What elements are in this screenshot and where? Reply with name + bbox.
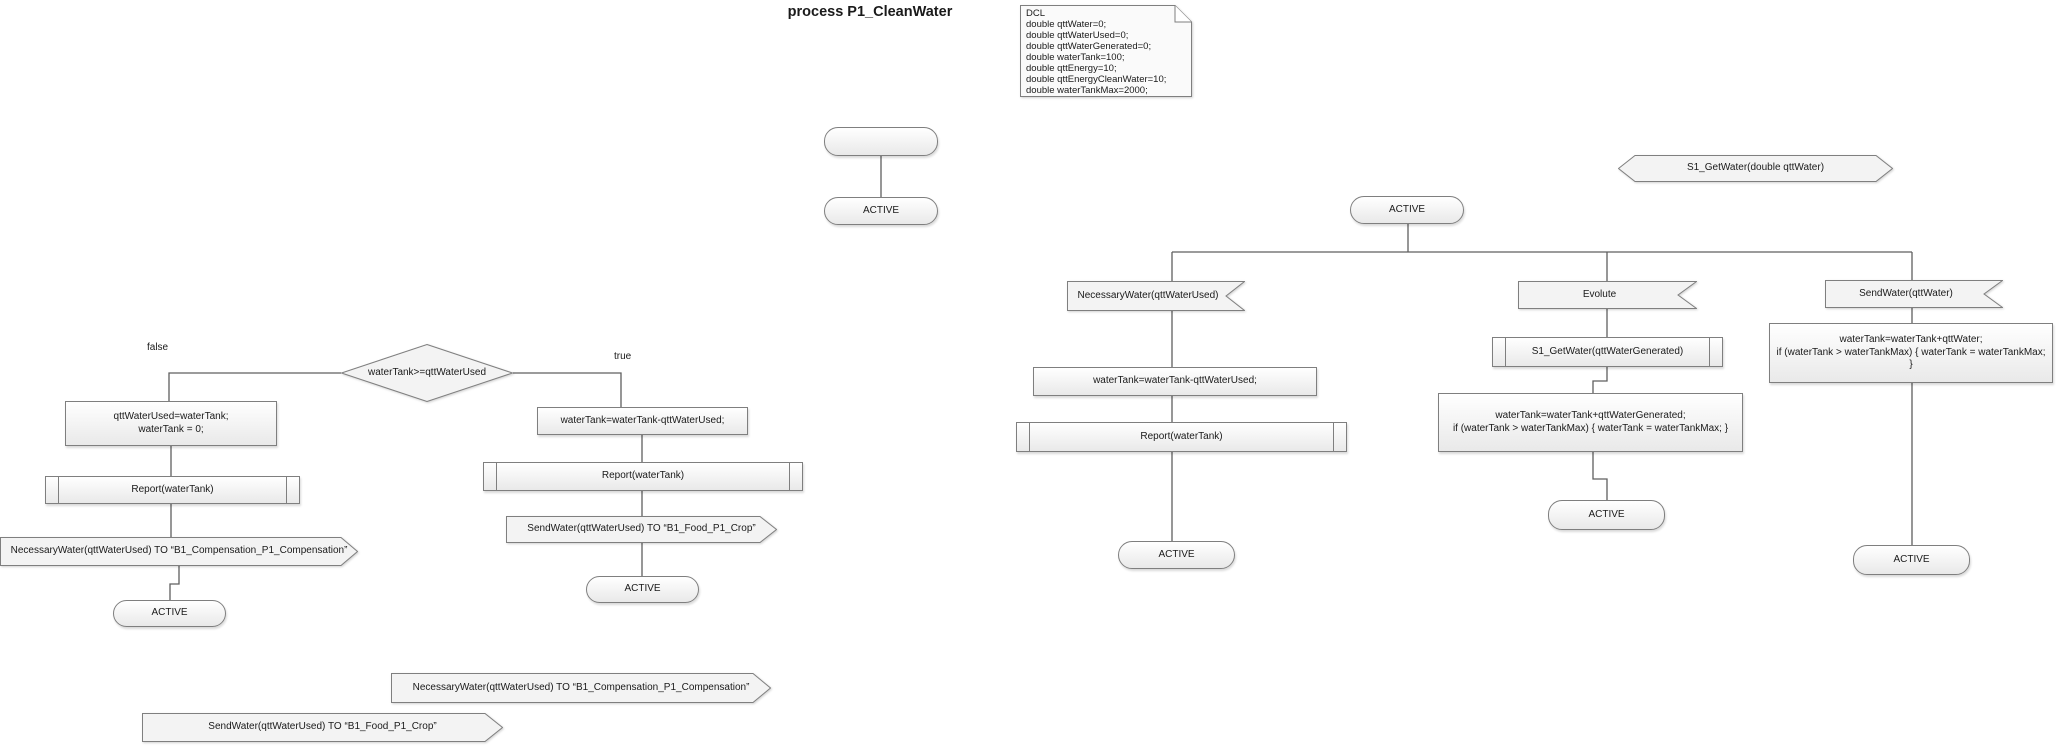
dcl-declaration-note[interactable]: DCL double qttWater=0; double qttWaterUs… — [1020, 5, 1192, 97]
signal-label: S1_GetWater(double qttWater) — [1686, 162, 1825, 174]
procedure-report-right[interactable]: Report(waterTank) — [1016, 422, 1347, 452]
start-state[interactable] — [824, 127, 938, 156]
input-shape — [1518, 281, 1697, 309]
procedure-label: Report(waterTank) — [601, 470, 685, 482]
note-shape — [1020, 5, 1192, 97]
input-shape — [1825, 280, 2003, 308]
input-label: NecessaryWater(qttWaterUsed) — [1077, 289, 1219, 301]
output-label: SendWater(qttWaterUsed) TO “B1_Food_P1_C… — [208, 721, 437, 733]
state-label: ACTIVE — [1388, 203, 1426, 215]
input-sendwater[interactable]: SendWater(qttWater) — [1825, 280, 2003, 308]
state-active-right[interactable]: ACTIVE — [1350, 196, 1464, 224]
task-label: waterTank=waterTank-qttWaterUsed; — [1093, 375, 1257, 387]
task-label: waterTank=waterTank+qttWater; if (waterT… — [1776, 334, 2046, 371]
dcl-text: DCL double qttWater=0; double qttWaterUs… — [1026, 8, 1167, 96]
state-label: ACTIVE — [1158, 548, 1195, 560]
output-necessarywater-false[interactable]: NecessaryWater(qttWaterUsed) TO “B1_Comp… — [0, 537, 358, 566]
output-shape — [142, 713, 503, 742]
procedure-s1getwater[interactable]: S1_GetWater(qttWaterGenerated) — [1492, 337, 1723, 367]
signal-declaration-s1getwater[interactable]: S1_GetWater(double qttWater) — [1618, 155, 1893, 182]
output-label: SendWater(qttWaterUsed) TO “B1_Food_P1_C… — [527, 523, 756, 535]
procedure-label: Report(waterTank) — [1140, 430, 1223, 442]
state-label: ACTIVE — [1893, 553, 1930, 565]
input-label: SendWater(qttWater) — [1859, 287, 1953, 299]
state-active-left[interactable]: ACTIVE — [824, 197, 938, 225]
output-shape — [391, 673, 771, 703]
procedure-report-false[interactable]: Report(waterTank) — [45, 476, 300, 504]
output-sendwater-true[interactable]: SendWater(qttWaterUsed) TO “B1_Food_P1_C… — [506, 516, 777, 543]
page-title: process P1_CleanWater — [787, 4, 953, 20]
task-label: waterTank=waterTank+qttWaterGenerated; i… — [1452, 410, 1729, 434]
input-shape — [1067, 281, 1245, 311]
state-active-false[interactable]: ACTIVE — [113, 600, 226, 627]
output-label: NecessaryWater(qttWaterUsed) TO “B1_Comp… — [412, 681, 750, 693]
procedure-report-true[interactable]: Report(waterTank) — [483, 462, 803, 491]
task-watertank-minus[interactable]: waterTank=waterTank-qttWaterUsed; — [537, 407, 748, 435]
input-necessarywater[interactable]: NecessaryWater(qttWaterUsed) — [1067, 281, 1245, 311]
input-label: Evolute — [1582, 288, 1617, 300]
output-orphan-necessarywater[interactable]: NecessaryWater(qttWaterUsed) TO “B1_Comp… — [391, 673, 771, 703]
output-orphan-sendwater[interactable]: SendWater(qttWaterUsed) TO “B1_Food_P1_C… — [142, 713, 503, 742]
signal-shape — [1618, 155, 1893, 182]
branch-label-false: false — [147, 342, 169, 353]
state-label: ACTIVE — [151, 607, 188, 619]
branch-label-true: true — [614, 351, 632, 362]
state-active-branch1[interactable]: ACTIVE — [1118, 541, 1235, 569]
task-label: waterTank=waterTank-qttWaterUsed; — [560, 414, 725, 426]
decision-watertank[interactable]: waterTank>=qttWaterUsed — [341, 344, 513, 402]
task-label: qttWaterUsed=waterTank; waterTank = 0; — [113, 411, 229, 435]
task-watertank-plus-qttwater[interactable]: waterTank=waterTank+qttWater; if (waterT… — [1769, 323, 2053, 383]
procedure-label: S1_GetWater(qttWaterGenerated) — [1531, 345, 1684, 357]
task-qttwaterused[interactable]: qttWaterUsed=waterTank; waterTank = 0; — [65, 401, 277, 446]
state-label: ACTIVE — [624, 583, 661, 595]
state-label: ACTIVE — [1588, 508, 1625, 520]
output-shape — [0, 537, 358, 566]
state-active-branch3[interactable]: ACTIVE — [1853, 545, 1970, 575]
input-evolute[interactable]: Evolute — [1518, 281, 1697, 309]
task-watertank-minus-right[interactable]: waterTank=waterTank-qttWaterUsed; — [1033, 367, 1317, 396]
state-active-branch2[interactable]: ACTIVE — [1548, 500, 1665, 530]
output-shape — [506, 516, 777, 543]
decision-label: waterTank>=qttWaterUsed — [367, 366, 487, 378]
state-active-true[interactable]: ACTIVE — [586, 576, 699, 603]
procedure-label: Report(waterTank) — [131, 483, 214, 495]
task-watertank-plus-generated[interactable]: waterTank=waterTank+qttWaterGenerated; i… — [1438, 393, 1743, 452]
decision-shape — [341, 344, 513, 402]
output-label: NecessaryWater(qttWaterUsed) TO “B1_Comp… — [10, 545, 348, 557]
state-label: ACTIVE — [862, 204, 900, 216]
